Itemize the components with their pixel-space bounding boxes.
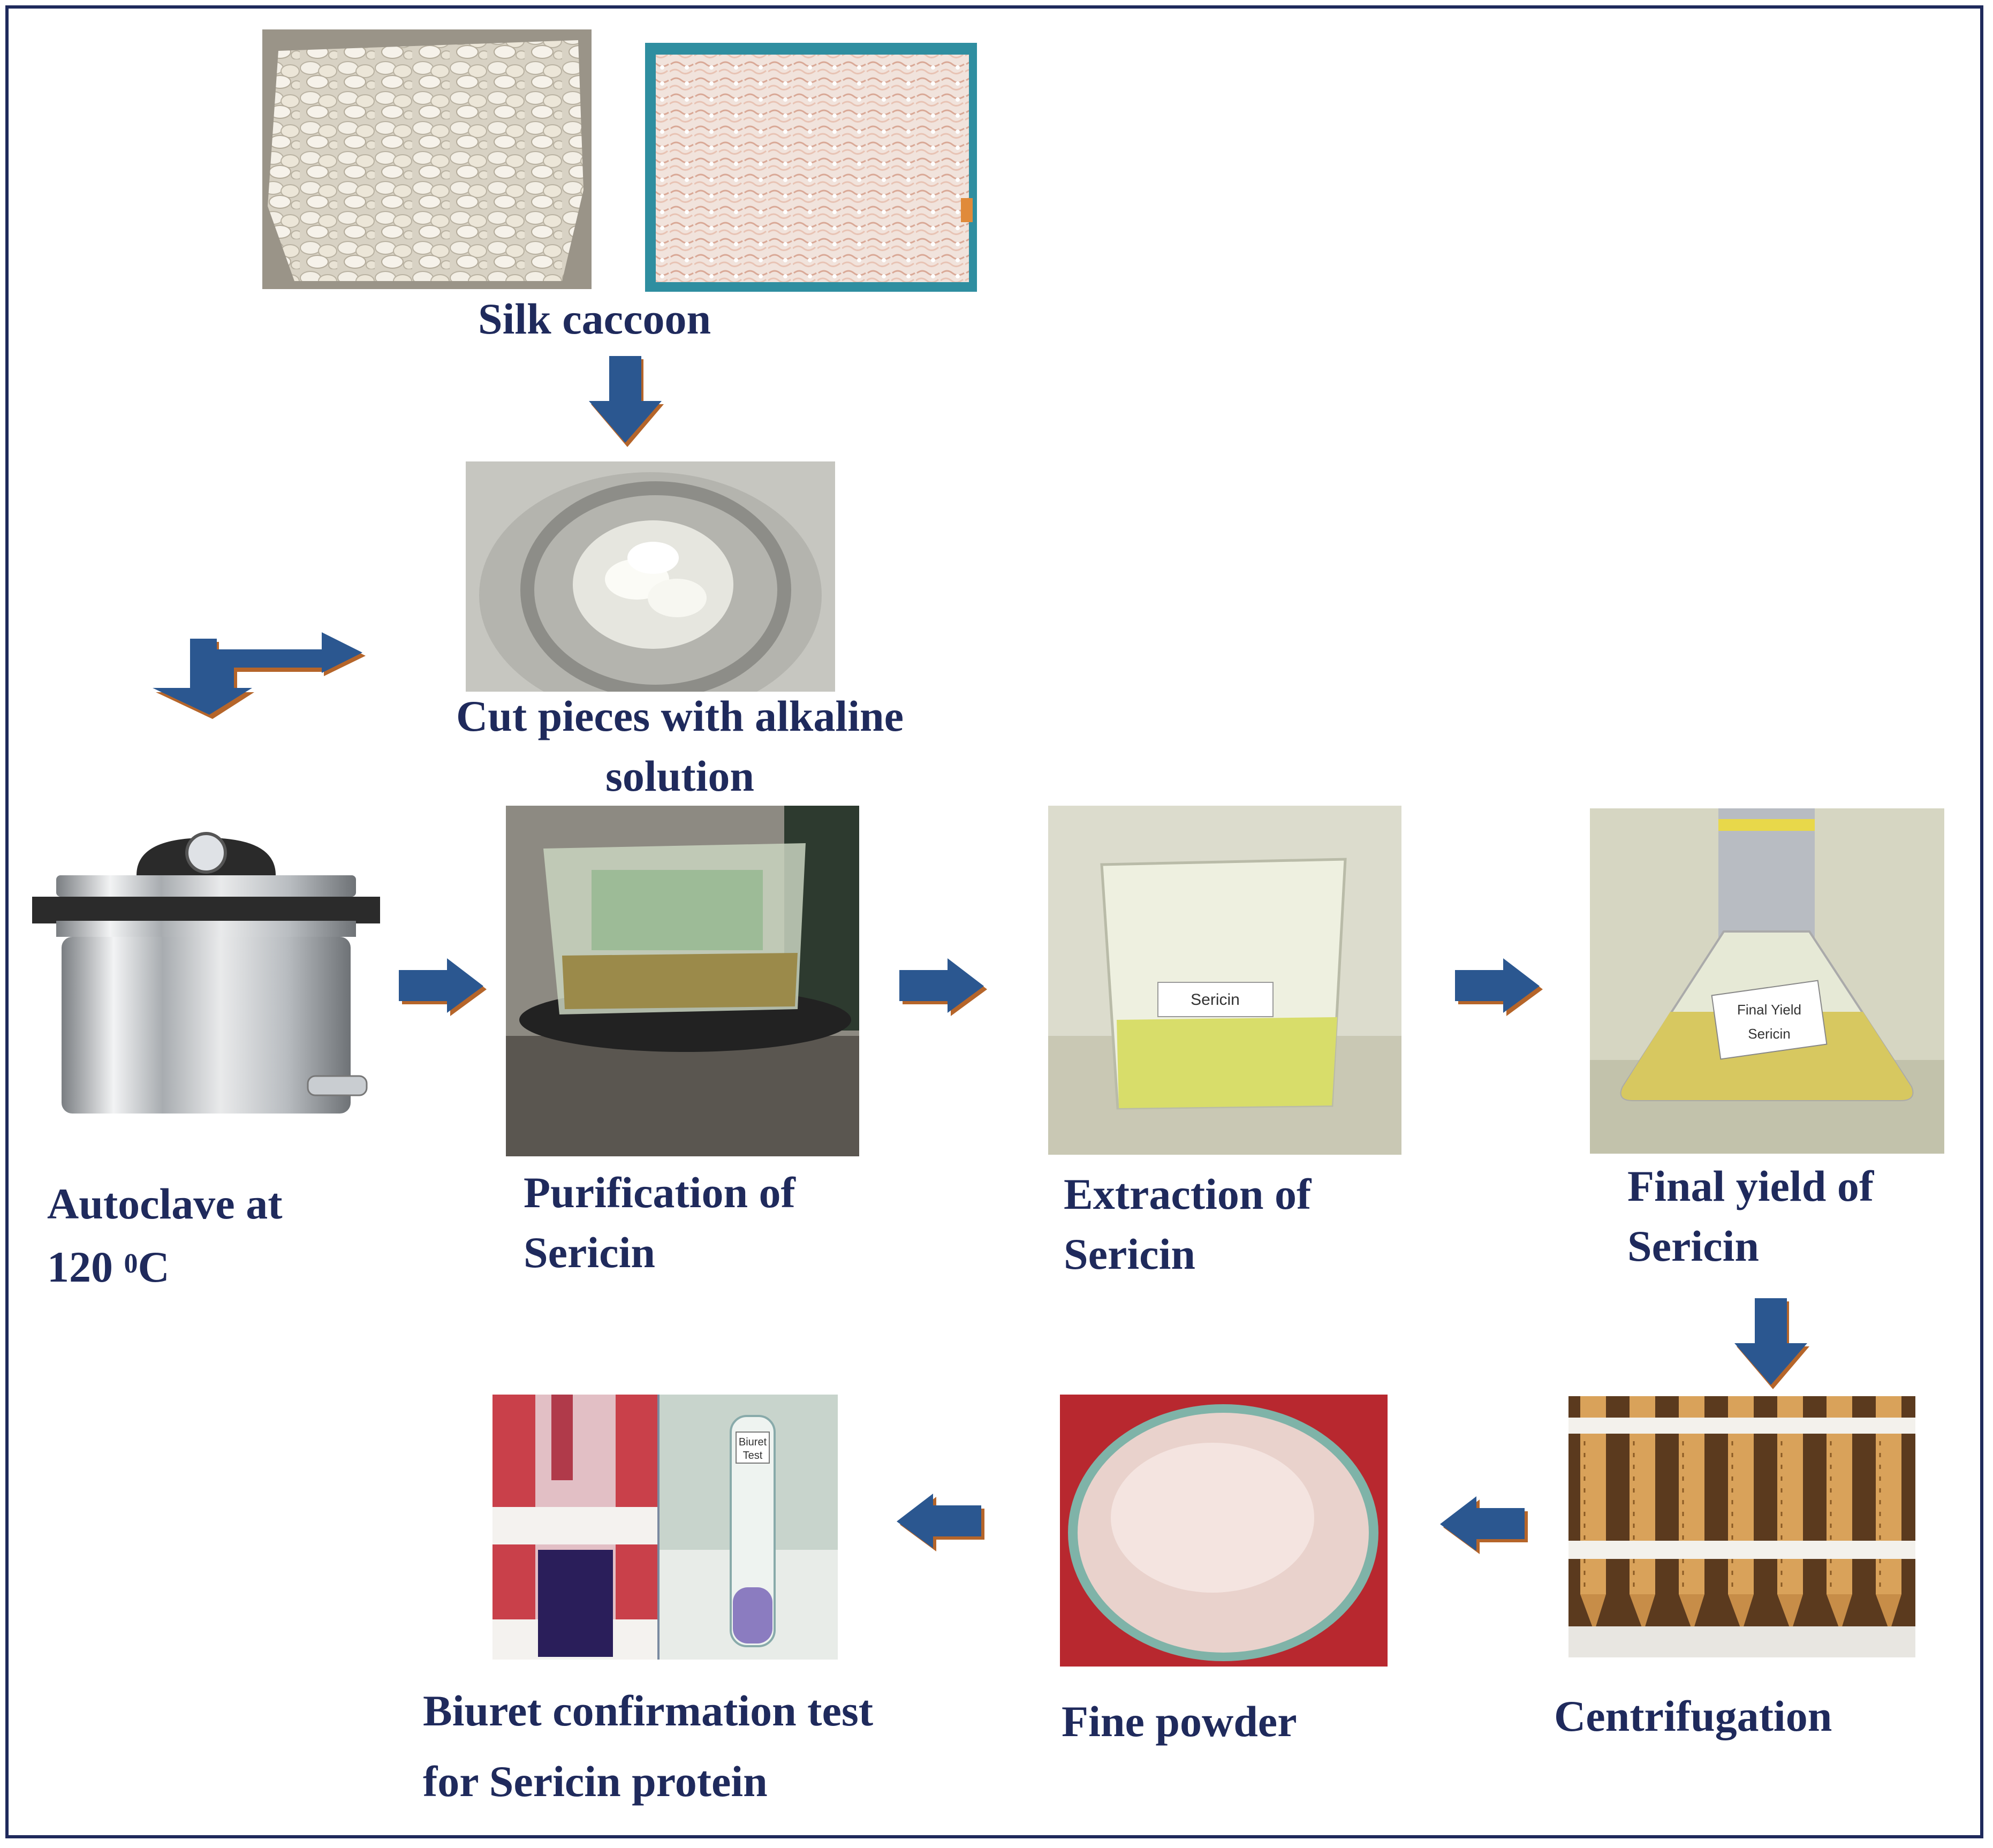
autoclave-temperature: 120 0C: [47, 1243, 170, 1291]
right-arrow-icon: [1455, 958, 1546, 1017]
fine-powder-photo: [1060, 1395, 1388, 1667]
elbow-arrow-icon: [153, 629, 399, 720]
label-silk-cocoon: Silk caccoon: [478, 294, 711, 343]
silk-cocoon-photo-cut: [645, 43, 977, 292]
tube-label-line1: Biuret: [739, 1436, 767, 1448]
diagram-frame: [5, 5, 1983, 1838]
left-arrow-icon: [897, 1494, 988, 1552]
final-yield-photo: Final Yield Sericin: [1590, 808, 1944, 1154]
right-arrow-icon: [899, 958, 990, 1017]
label-cut-pieces: Cut pieces with alkaline solution: [456, 692, 904, 800]
autoclave-photo: [24, 822, 388, 1132]
extraction-photo: Sericin: [1048, 806, 1401, 1155]
purification-photo: [506, 806, 859, 1156]
flask-label-line1: Final Yield: [1737, 1002, 1801, 1018]
silk-cocoon-photo-raw: [262, 29, 592, 289]
label-purification: Purification of Sericin: [524, 1168, 795, 1277]
label-biuret-test: Biuret confirmation test for Sericin pro…: [423, 1686, 874, 1806]
label-final-yield: Final yield of Sericin: [1627, 1162, 1874, 1270]
biuret-test-photo: Biuret Test: [492, 1395, 838, 1660]
centrifugation-photo: [1568, 1396, 1915, 1657]
tube-label-line2: Test: [743, 1450, 763, 1461]
label-extraction: Extraction of Sericin: [1064, 1170, 1312, 1278]
beaker-label: Sericin: [1191, 991, 1240, 1009]
right-arrow-icon: [399, 958, 490, 1017]
down-arrow-icon: [589, 356, 666, 450]
label-centrifugation: Centrifugation: [1554, 1692, 1832, 1740]
cut-pieces-photo: [466, 461, 835, 692]
label-autoclave: Autoclave at 120 0C: [47, 1172, 283, 1299]
left-arrow-icon: [1440, 1496, 1531, 1555]
down-arrow-icon: [1734, 1298, 1812, 1392]
label-fine-powder: Fine powder: [1062, 1697, 1297, 1746]
flask-label-line2: Sericin: [1748, 1026, 1790, 1042]
